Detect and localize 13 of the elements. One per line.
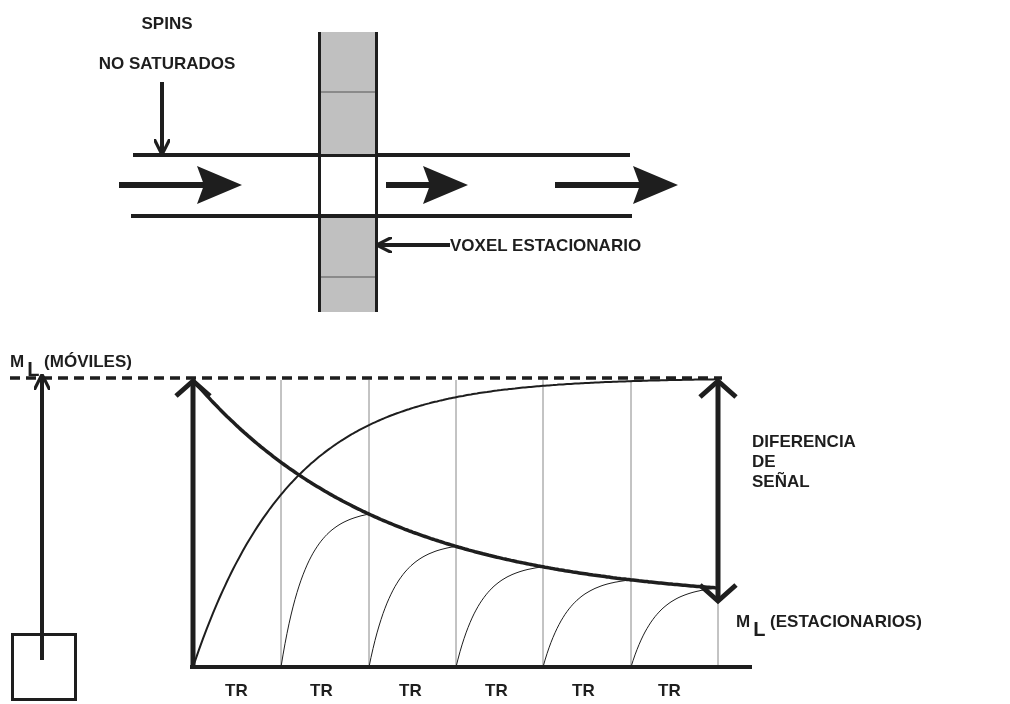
voxel-column xyxy=(318,32,378,312)
label-text: TR xyxy=(572,681,595,701)
label-text: DIFERENCIA DE SEÑAL xyxy=(752,432,856,492)
label-text: TR xyxy=(310,681,333,701)
label-text: TR xyxy=(658,681,681,701)
callout-text: VOXEL ESTACIONARIO xyxy=(450,236,640,256)
label-text: TR xyxy=(225,681,248,701)
label-text: TR xyxy=(399,681,422,701)
callout-text: SPINS NO SATURADOS xyxy=(92,4,242,82)
vessel-tube xyxy=(131,153,632,218)
label-text: TR xyxy=(485,681,508,701)
voxel-column xyxy=(11,633,77,701)
leader-arrow xyxy=(32,372,52,633)
